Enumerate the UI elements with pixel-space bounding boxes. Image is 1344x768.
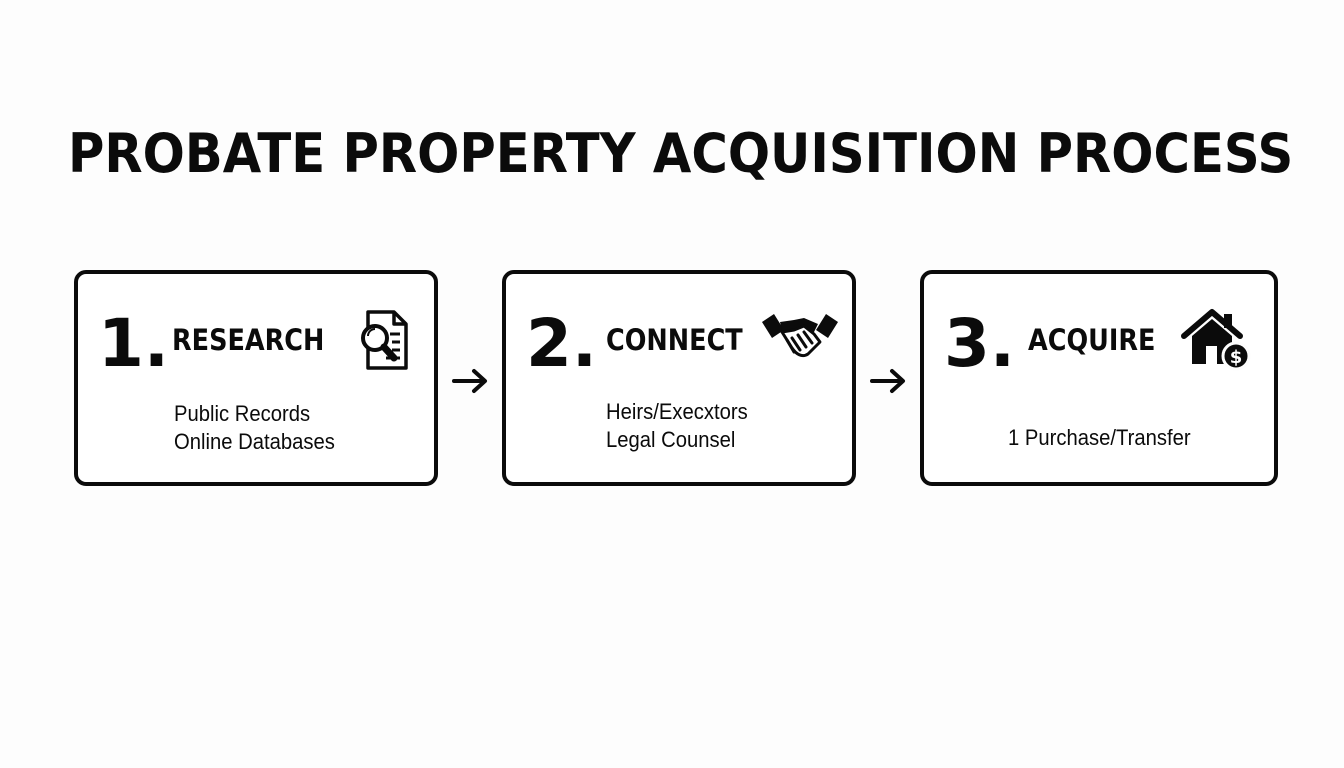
step-number: 2. — [526, 305, 597, 382]
house-dollar-icon: $ — [1180, 308, 1252, 377]
step-card-research: 1. RESEARCH Public Records Online Databa… — [74, 270, 438, 486]
page-title: PROBATE PROPERTY ACQUISITION PROCESS — [68, 122, 1294, 185]
svg-text:$: $ — [1230, 347, 1243, 368]
step-heading: RESEARCH — [172, 323, 325, 357]
detail-line: Heirs/Execxtors — [606, 399, 748, 424]
handshake-icon — [760, 308, 840, 369]
step-heading: CONNECT — [606, 323, 743, 357]
step-heading: ACQUIRE — [1028, 323, 1156, 357]
step-details: Heirs/Execxtors Legal Counsel — [606, 398, 760, 454]
detail-line: Public Records — [174, 401, 311, 426]
step-number: 1. — [98, 305, 169, 382]
detail-line: 1 Purchase/Transfer — [1008, 425, 1191, 450]
step-details: 1 Purchase/Transfer — [1008, 424, 1207, 452]
step-number: 3. — [944, 305, 1015, 382]
detail-line: Legal Counsel — [606, 427, 736, 452]
detail-line: Online Databases — [174, 429, 335, 454]
step-card-acquire: 3. ACQUIRE $ 1 Purchase/Transfer — [920, 270, 1278, 486]
step-card-connect: 2. CONNECT Heirs/Execxtors Legal Counsel — [502, 270, 856, 486]
arrow-right-icon — [452, 369, 487, 393]
document-search-icon — [354, 308, 410, 377]
arrow-right-icon — [870, 369, 905, 393]
step-details: Public Records Online Databases — [174, 400, 349, 456]
